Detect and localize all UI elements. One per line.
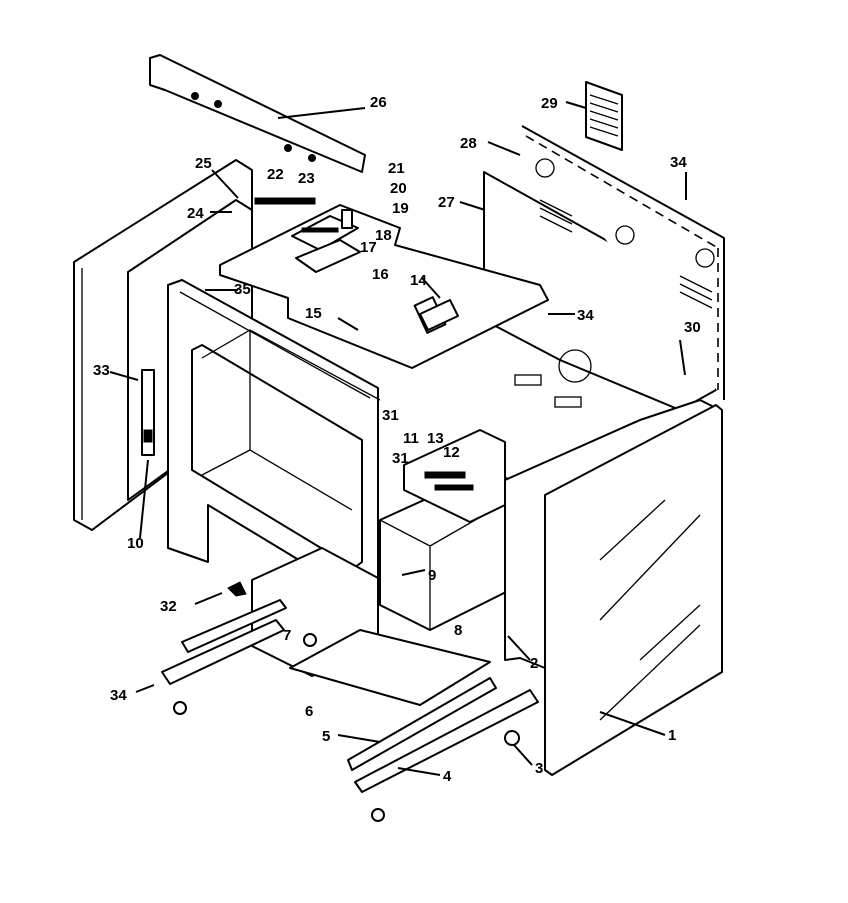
- callout-30: 30: [684, 319, 701, 336]
- part-rails: [161, 581, 539, 822]
- callout-24: 24: [187, 205, 204, 222]
- callout-27: 27: [438, 194, 455, 211]
- part-bracket-cluster: [254, 197, 361, 273]
- callout-3: 3: [535, 760, 543, 777]
- callout-9: 9: [428, 567, 436, 584]
- callout-14: 14: [410, 272, 427, 289]
- callout-34a: 34: [670, 154, 687, 171]
- callout-19: 19: [392, 200, 409, 217]
- callout-16: 16: [372, 266, 389, 283]
- callout-12: 12: [443, 444, 460, 461]
- callout-23: 23: [298, 170, 315, 187]
- vent-slots: [539, 199, 713, 309]
- part-glass-side-panel: [544, 404, 723, 776]
- leader-lines: [109, 101, 687, 776]
- callout-11: 11: [403, 430, 419, 447]
- callout-32: 32: [160, 598, 177, 615]
- callout-21: 21: [388, 160, 405, 177]
- callout-4: 4: [443, 768, 452, 785]
- callout-8: 8: [454, 622, 462, 639]
- callout-34c: 34: [110, 687, 127, 704]
- callout-10: 10: [127, 535, 144, 552]
- callout-28: 28: [460, 135, 477, 152]
- callout-35: 35: [234, 281, 251, 298]
- part-14-bracket: [419, 299, 459, 331]
- callout-13: 13: [427, 430, 444, 447]
- part-bottom-plates: [251, 547, 491, 706]
- callout-31a: 31: [382, 407, 399, 424]
- callout-20: 20: [390, 180, 407, 197]
- callout-31b: 31: [392, 450, 409, 467]
- callout-25: 25: [195, 155, 212, 172]
- part-hinge-bracket: [141, 369, 155, 456]
- callout-6: 6: [305, 703, 313, 720]
- part-top-front-trim: [149, 54, 366, 173]
- callout-7: 7: [283, 627, 291, 644]
- part-rear-panel: [521, 125, 725, 400]
- callout-17: 17: [360, 239, 377, 256]
- callout-26: 26: [370, 94, 387, 111]
- callout-labels: 1 2 3 4 5 6 7 8 9 10 11 12 13 14 15 16 1…: [93, 94, 701, 785]
- callout-34b: 34: [577, 307, 594, 324]
- callout-5: 5: [322, 728, 330, 745]
- callout-1: 1: [668, 727, 676, 744]
- callout-33: 33: [93, 362, 110, 379]
- part-vent-grille: [585, 81, 623, 151]
- callout-29: 29: [541, 95, 558, 112]
- callout-22: 22: [267, 166, 284, 183]
- part-oven-liner: [201, 329, 381, 511]
- callout-15: 15: [305, 305, 322, 322]
- callout-2: 2: [530, 655, 538, 672]
- callout-18: 18: [375, 227, 392, 244]
